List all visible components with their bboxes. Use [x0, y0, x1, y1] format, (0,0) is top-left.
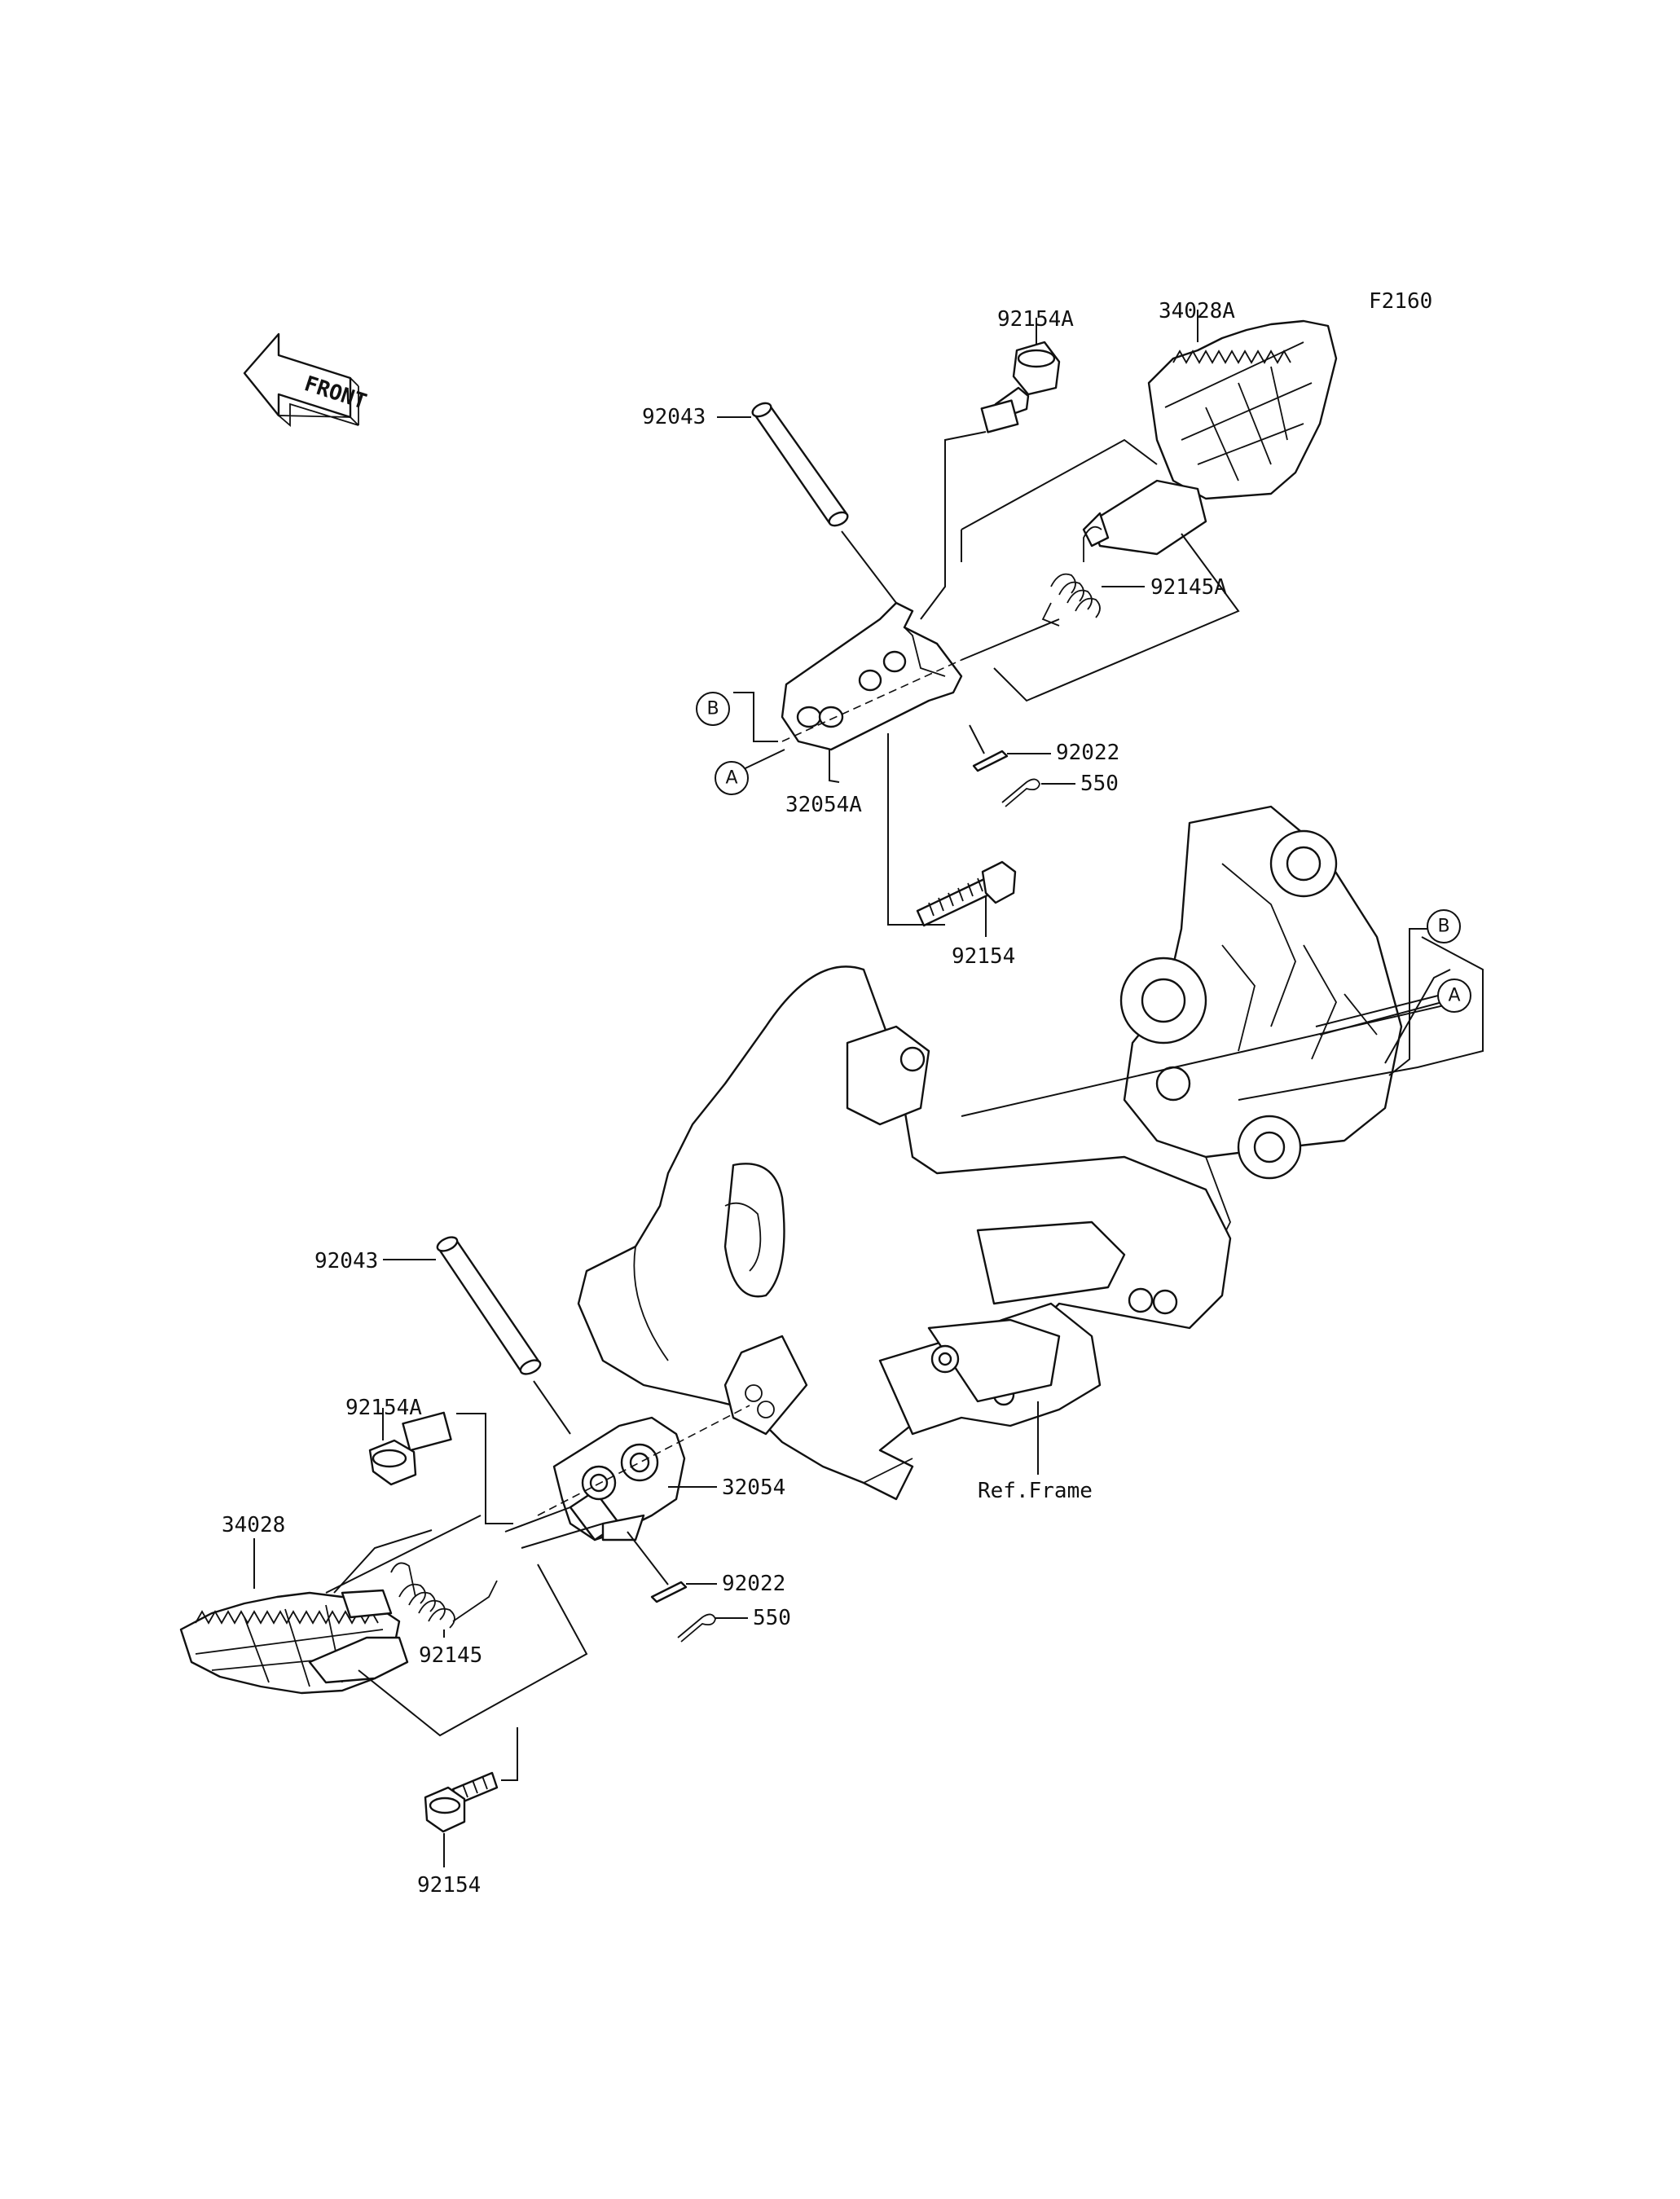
footpeg-lower-label: 34028	[222, 1513, 285, 1537]
bolt-a-lower	[368, 1411, 452, 1486]
callout-a-left: A	[715, 761, 749, 795]
bolt-a-upper	[980, 341, 1061, 433]
bolt-lower	[424, 1771, 499, 1833]
washer-lower-label: 92022	[722, 1572, 785, 1596]
svg-text:A: A	[1448, 986, 1460, 1006]
cotter-upper-label: 550	[1080, 772, 1119, 796]
pin-upper	[751, 402, 849, 527]
pin-lower	[436, 1236, 542, 1375]
callout-a-right: A	[1437, 979, 1471, 1013]
bolt-upper	[916, 860, 1017, 927]
cotter-pin-lower	[677, 1613, 716, 1643]
callout-b-right: B	[1427, 909, 1461, 943]
svg-text:B: B	[1437, 917, 1449, 937]
svg-text:B: B	[706, 699, 719, 719]
spring-upper-label: 92145A	[1150, 575, 1227, 600]
bracket-upper-label: 32054A	[785, 793, 862, 817]
pin-upper-label: 92043	[642, 405, 706, 429]
spring-lower-label: 92145	[419, 1643, 482, 1668]
spring-lower	[390, 1562, 498, 1629]
figure-code: F2160	[1369, 289, 1432, 314]
footpeg-upper-label: 34028A	[1159, 299, 1235, 323]
bracket-lower-label: 32054	[722, 1476, 785, 1500]
spring-upper	[1041, 526, 1102, 627]
washer-upper-label: 92022	[1056, 741, 1119, 765]
callout-b-left: B	[696, 692, 730, 726]
svg-text:A: A	[725, 768, 737, 789]
cotter-lower-label: 550	[753, 1606, 791, 1630]
front-direction-arrow-icon: FRONT	[243, 332, 370, 427]
frame-body	[577, 805, 1403, 1501]
washer-upper	[972, 750, 1009, 772]
bolt-a-upper-label: 92154A	[997, 307, 1074, 332]
bracket-lower	[552, 1416, 686, 1541]
frame-ref-label: Ref.Frame	[978, 1479, 1093, 1503]
bolt-a-lower-label: 92154A	[345, 1396, 422, 1420]
cotter-pin-upper	[1001, 778, 1040, 807]
footpeg-lower	[179, 1589, 409, 1695]
footpeg-upper	[1082, 319, 1338, 556]
pin-lower-label: 92043	[314, 1249, 378, 1273]
bolt-upper-label: 92154	[952, 944, 1015, 969]
washer-lower	[650, 1581, 688, 1603]
bolt-lower-label: 92154	[417, 1873, 481, 1898]
bracket-upper	[781, 601, 963, 751]
